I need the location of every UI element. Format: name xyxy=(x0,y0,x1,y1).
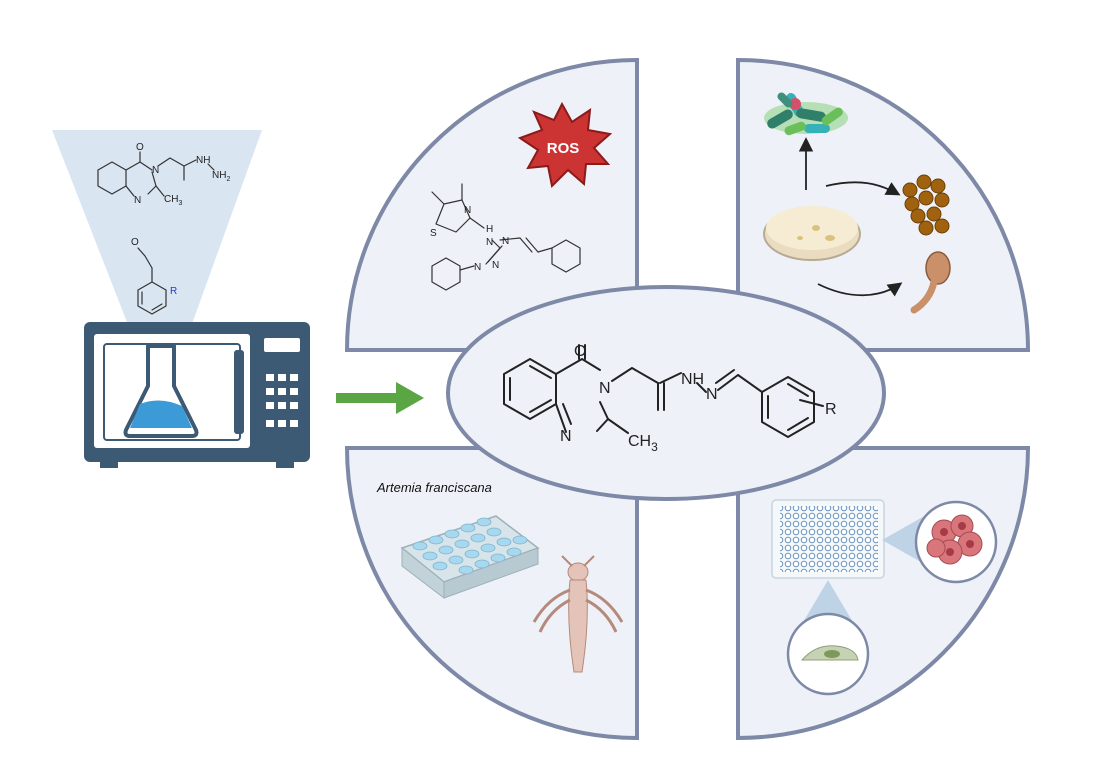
thiazole-formazan-structure xyxy=(431,183,581,291)
brine-shrimp-icon xyxy=(532,555,624,673)
formazan-n-a-label: N xyxy=(486,237,493,248)
methyl-label: CH3 xyxy=(628,433,658,454)
microwave-icon xyxy=(84,322,310,468)
tissue-culture-plate-icon xyxy=(771,499,885,579)
formazan-n-b-label: N xyxy=(502,236,509,247)
petri-dish-icon xyxy=(763,206,861,261)
r-group-label: R xyxy=(825,401,837,418)
benzaldehyde-structure xyxy=(137,247,167,315)
ros-burst-icon xyxy=(517,101,613,189)
reaction-arrow xyxy=(336,382,424,414)
quadrant-cytotoxicity xyxy=(736,446,1031,741)
thiazole-s-label: S xyxy=(430,228,437,239)
nh-label: NH xyxy=(681,371,704,388)
normal-cell-icon xyxy=(786,612,870,696)
quadrant-toxicity xyxy=(344,446,639,741)
formazan-n-c-label: N xyxy=(474,262,481,273)
artemia-label: Artemia franciscana xyxy=(376,480,492,495)
hydrazide-nh2-label: NH2 xyxy=(212,170,230,183)
hydrazide-n1-label: N xyxy=(134,195,141,206)
carbonyl-o-label: O xyxy=(574,343,586,360)
hydrazide-methyl-label: CH3 xyxy=(164,194,182,207)
aldehyde-o-label: O xyxy=(131,237,139,248)
zoom-cone-normal xyxy=(802,580,854,624)
arrow-to-mushroom xyxy=(817,282,903,297)
formazan-n-d-label: N xyxy=(492,260,499,271)
bacteria-icon xyxy=(764,92,848,136)
hydrazide-structure xyxy=(97,151,215,197)
ros-badge-label: ROS xyxy=(547,140,580,157)
aldehyde-r-label: R xyxy=(170,286,177,297)
mushroom-icon xyxy=(910,251,951,314)
hn-h-label: H xyxy=(486,224,493,235)
center-ellipse xyxy=(446,285,886,501)
n1-label: N xyxy=(560,428,572,445)
well-plate-icon xyxy=(400,515,540,600)
imine-n-label: N xyxy=(706,386,718,403)
hydrazide-o-label: O xyxy=(136,142,144,153)
flask-icon xyxy=(123,344,199,438)
hydrazide-nh-label: NH xyxy=(196,155,210,166)
hydrazide-n3-label: N xyxy=(152,165,159,176)
reagent-cone xyxy=(52,130,262,335)
fungi-spores-icon xyxy=(902,174,950,236)
n3-label: N xyxy=(599,380,611,397)
arrow-to-fungi xyxy=(825,181,901,196)
quinazolinone-hydrazone-structure xyxy=(503,344,824,438)
cancer-cell-icon xyxy=(914,500,998,584)
thiazole-n-label: N xyxy=(464,205,471,216)
